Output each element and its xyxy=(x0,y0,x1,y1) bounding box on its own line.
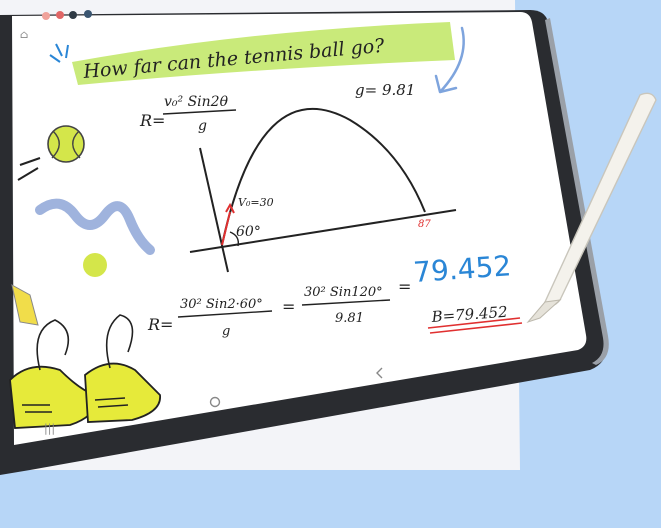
squiggle-doodle xyxy=(35,198,155,255)
tablet-edge xyxy=(545,18,609,365)
nav-home-icon[interactable] xyxy=(209,396,221,408)
calc-equals-1: = xyxy=(282,297,295,316)
calc-fraction-bar-1 xyxy=(177,310,273,318)
calc-equals-2: = xyxy=(398,277,411,296)
formula-denominator: g xyxy=(198,118,207,134)
window-dot-orange-icon[interactable] xyxy=(56,11,64,19)
formula-fraction-bar xyxy=(162,109,237,115)
tennis-ball-seam xyxy=(51,130,81,159)
graph-y-axis xyxy=(199,147,229,273)
heading-highlight xyxy=(72,22,455,85)
calc-lhs: R= xyxy=(147,315,173,334)
nav-back-icon[interactable] xyxy=(376,367,383,379)
motion-lines xyxy=(17,157,41,181)
right-sneaker xyxy=(84,362,161,423)
sneaker-laces xyxy=(22,397,129,413)
boxed-result-text: B=79.452 xyxy=(430,303,508,326)
formula-lhs: R= xyxy=(139,111,165,130)
tablet-screen xyxy=(12,12,587,445)
formula-numerator: v₀² Sin2θ xyxy=(164,94,229,110)
home-small-icon[interactable]: ⌂ xyxy=(20,28,28,41)
sparkle-icon xyxy=(49,43,69,63)
calc-denominator-2: 9.81 xyxy=(335,311,364,326)
angle-arc xyxy=(229,231,240,247)
window-dot-red-icon[interactable] xyxy=(42,12,50,20)
stylus-tip xyxy=(526,299,562,324)
window-dot-dark-icon[interactable] xyxy=(69,11,77,19)
trajectory-curve xyxy=(221,108,426,246)
green-dot-doodle xyxy=(83,253,107,277)
result-underline xyxy=(427,317,523,334)
calc-numerator-2: 30² Sin120° xyxy=(304,285,383,300)
graph-x-axis xyxy=(189,209,457,253)
calc-fraction-bar-2 xyxy=(301,299,391,306)
velocity-vector xyxy=(221,211,231,246)
velocity-arrowhead xyxy=(225,202,235,214)
arrow-doodle-icon xyxy=(434,26,465,94)
ruler-doodle xyxy=(11,284,39,326)
v0-label: V₀=30 xyxy=(238,196,274,209)
angle-label: 60° xyxy=(236,224,261,240)
nav-recents-icon[interactable]: ||| xyxy=(44,422,55,436)
range-end-label: 87 xyxy=(418,219,431,230)
calc-numerator-1: 30² Sin2·60° xyxy=(180,297,263,312)
blue-result-text: 79.452 xyxy=(412,249,512,289)
window-dot-navy-icon[interactable] xyxy=(84,10,92,18)
calc-denominator-1: g xyxy=(222,324,230,339)
sneaker-strings xyxy=(36,314,134,371)
gravity-text: g= 9.81 xyxy=(355,81,415,99)
